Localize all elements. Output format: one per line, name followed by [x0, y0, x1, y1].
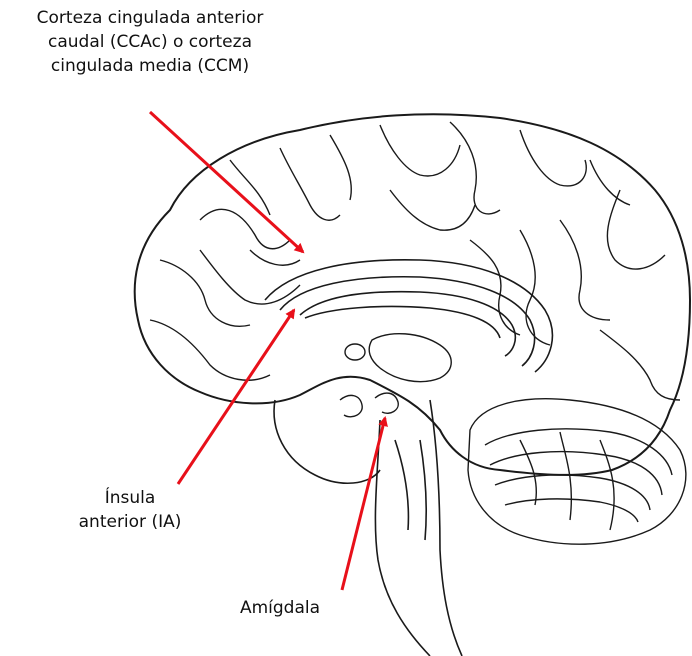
- label-ccm-line2: caudal (CCAc) o corteza: [0, 30, 300, 54]
- label-ia: Ínsula anterior (IA): [70, 486, 190, 534]
- cortex-outline: [135, 114, 690, 475]
- label-amigdala-text: Amígdala: [220, 596, 340, 620]
- label-ccm-line1: Corteza cingulada anterior: [0, 6, 300, 30]
- temporal-lobe: [274, 400, 380, 483]
- deep-structures: [340, 334, 451, 417]
- brainstem: [375, 400, 462, 656]
- label-ccm: Corteza cingulada anterior caudal (CCAc)…: [0, 6, 300, 78]
- cingulate-arcs: [265, 260, 552, 372]
- label-ia-line2: anterior (IA): [70, 510, 190, 534]
- label-ia-line1: Ínsula: [70, 486, 190, 510]
- label-ccm-line3: cingulada media (CCM): [0, 54, 300, 78]
- gyri-lines: [150, 122, 680, 400]
- arrow-ia: [178, 310, 294, 484]
- label-amigdala: Amígdala: [220, 596, 340, 620]
- arrow-ccm: [150, 112, 303, 252]
- cerebellum: [468, 399, 686, 544]
